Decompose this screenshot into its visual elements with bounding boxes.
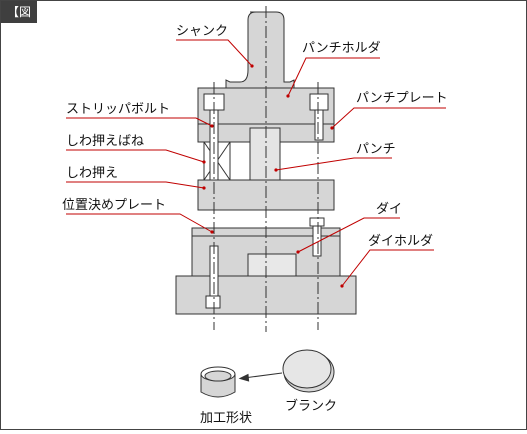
leader-stripper-bolt bbox=[66, 117, 213, 127]
label-die: ダイ bbox=[376, 202, 402, 217]
label-punch: パンチ bbox=[356, 142, 396, 157]
die-screw-shaft bbox=[312, 225, 322, 257]
leader-locating-plate bbox=[66, 213, 213, 233]
label-punch-plate: パンチプレート bbox=[356, 91, 448, 106]
leader-die-holder bbox=[341, 249, 434, 287]
leader-punch-holder bbox=[287, 57, 380, 97]
label-punch-holder: パンチホルダ bbox=[302, 41, 381, 56]
leader-wrinkle-spring bbox=[66, 149, 205, 163]
leader-punch-plate bbox=[331, 107, 446, 129]
label-locating-plate: 位置決めプレート bbox=[62, 198, 166, 213]
caption-workpiece: 加工形状 bbox=[200, 411, 252, 426]
die-opening bbox=[247, 253, 297, 277]
arrow-icon bbox=[238, 372, 283, 382]
label-wrinkle-spring: しわ押えばね bbox=[66, 134, 144, 149]
leader-punch bbox=[275, 157, 392, 171]
leader-wrinkle-holder bbox=[66, 181, 205, 189]
label-die-holder: ダイホルダ bbox=[368, 234, 433, 249]
figure-tag: 【図1】 bbox=[1, 1, 37, 41]
screw-head-pocket bbox=[309, 93, 329, 111]
caption-blank: ブランク bbox=[285, 398, 337, 414]
screw-head bbox=[309, 217, 325, 227]
shank bbox=[225, 11, 295, 93]
screw-shaft bbox=[314, 109, 324, 141]
blank-disk bbox=[282, 349, 335, 393]
leader-shank bbox=[176, 39, 253, 67]
label-stripper-bolt: ストリッパボルト bbox=[66, 102, 170, 117]
label-shank: シャンク bbox=[176, 24, 228, 39]
workpiece-cup bbox=[200, 366, 236, 398]
leader-die bbox=[297, 217, 400, 253]
label-wrinkle-holder: しわ押え bbox=[66, 166, 118, 181]
dowel-head bbox=[205, 295, 221, 309]
